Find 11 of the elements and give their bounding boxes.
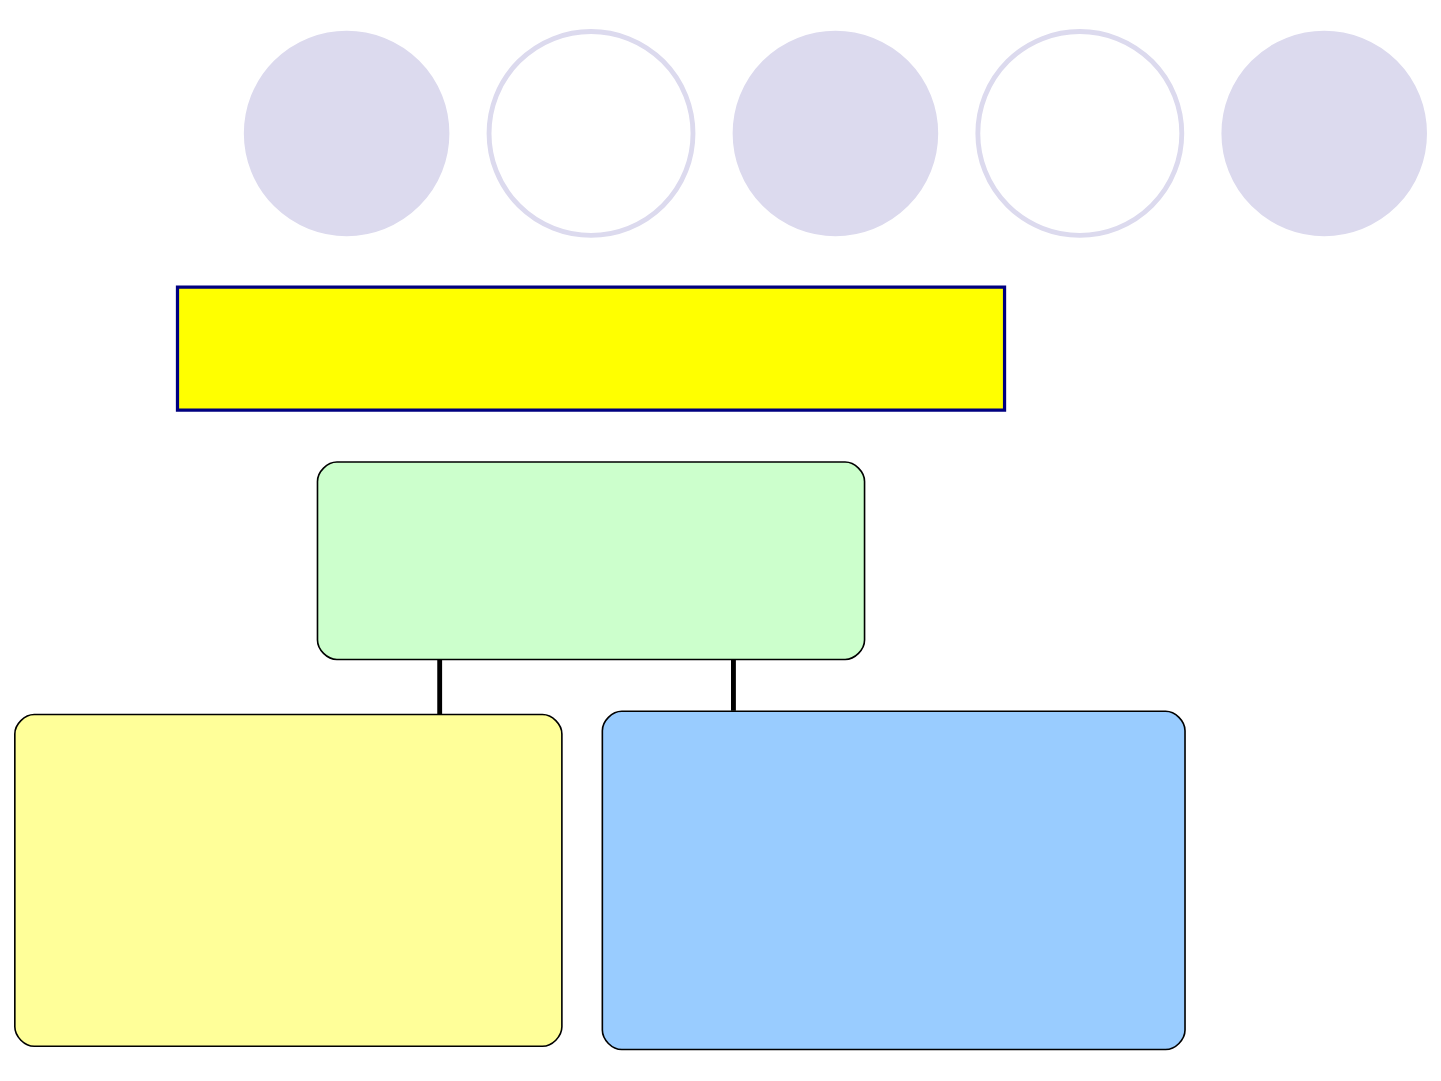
node-circle: [975, 29, 1185, 238]
node-box: [601, 710, 1186, 1051]
connector: [437, 659, 443, 715]
node-circle: [1221, 30, 1427, 237]
node-circle: [732, 30, 939, 237]
connector: [731, 659, 736, 711]
node-box: [316, 461, 866, 661]
node-box: [175, 285, 1007, 412]
node-box: [14, 713, 563, 1048]
node-circle: [243, 30, 450, 237]
node-circle: [486, 29, 696, 238]
